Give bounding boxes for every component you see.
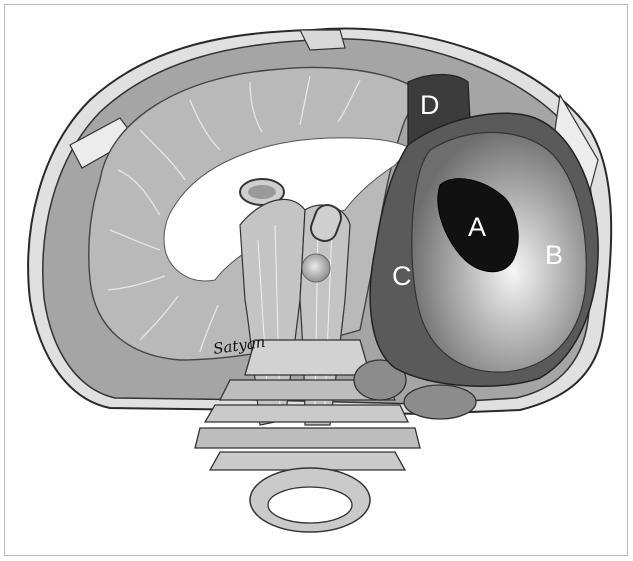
label-d: D bbox=[420, 90, 440, 120]
label-c: C bbox=[392, 261, 412, 291]
label-a: A bbox=[468, 212, 486, 242]
label-b: B bbox=[545, 240, 563, 270]
vertebral-canal bbox=[268, 487, 352, 523]
lower-right-organ-2 bbox=[404, 385, 476, 419]
aorta-circle bbox=[302, 254, 330, 282]
